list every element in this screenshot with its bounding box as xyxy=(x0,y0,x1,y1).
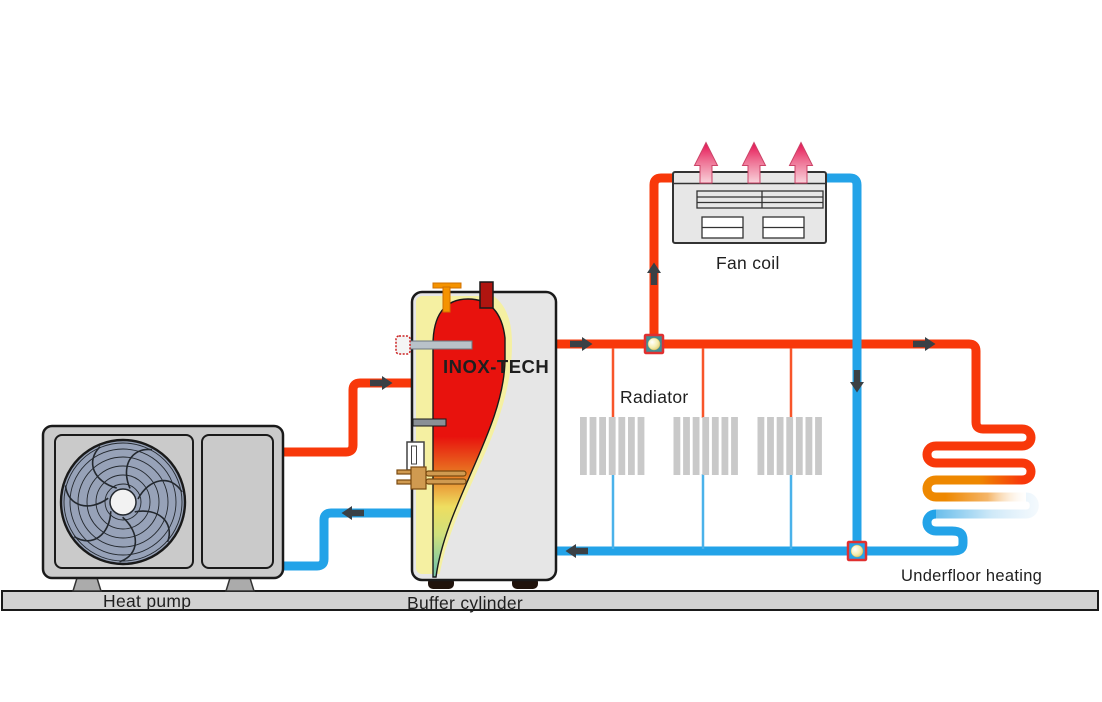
heat-pump-label: Heat pump xyxy=(103,591,191,611)
fan-icon xyxy=(59,438,187,566)
buffer-cylinder-label: Buffer cylinder xyxy=(407,593,523,613)
heat-pump-foot xyxy=(224,577,256,592)
valve-ball-icon xyxy=(647,337,661,351)
radiator-2 xyxy=(673,417,738,475)
flow-arrow-left-icon xyxy=(341,506,364,520)
hot-pipe-heatpump-to-buffer xyxy=(280,378,414,457)
flow-arrow-right-icon xyxy=(370,376,393,390)
underfloor-heating-label: Underfloor heating xyxy=(901,567,1042,585)
tank-thermostat-pocket xyxy=(412,418,447,427)
tank-thermowell xyxy=(406,441,425,471)
buffer-cylinder-tank: INOX-TECH xyxy=(395,281,558,589)
fan-coil-louvers xyxy=(696,190,824,209)
flow-arrow-right-icon xyxy=(913,337,936,351)
hot-pipe-fan-coil-riser xyxy=(649,173,676,348)
radiator-label: Radiator xyxy=(620,387,689,407)
tank-top-bracket xyxy=(432,282,462,313)
cold-pipe-return-main xyxy=(414,509,968,556)
flow-arrow-up-icon xyxy=(647,262,661,285)
tank-brand-label: INOX-TECH xyxy=(443,356,549,377)
valve-ball-icon xyxy=(850,544,864,558)
flow-arrow-right-icon xyxy=(570,337,593,351)
tank-sensor-flange xyxy=(395,335,411,355)
valve-underfloor-return xyxy=(846,540,868,562)
cold-pipe-buffer-to-heatpump xyxy=(281,508,414,571)
tank-sensor-pipe xyxy=(401,340,473,350)
floor-line xyxy=(1,590,1099,611)
fan-coil-warm-air-arrows xyxy=(694,142,813,184)
underfloor-pipe-row-fading xyxy=(922,475,1026,502)
fan-coil-label: Fan coil xyxy=(716,253,780,273)
tank-top-stub xyxy=(479,281,494,309)
hot-pipe-main-and-serpentine xyxy=(554,339,1036,485)
heat-pump-foot xyxy=(71,577,103,592)
radiator-return-branches xyxy=(611,474,793,549)
radiator-3 xyxy=(757,417,822,475)
tank-outer-shell xyxy=(439,294,553,578)
valve-fan-coil-branch xyxy=(643,333,665,355)
heat-pump-side-panel xyxy=(201,434,274,569)
flow-arrow-left-icon xyxy=(565,544,588,558)
flow-arrow-down-icon xyxy=(850,370,864,393)
radiator-supply-branches xyxy=(611,348,793,418)
tank-heating-element xyxy=(396,466,467,490)
cold-pipe-fan-coil-return xyxy=(822,173,862,552)
fan-coil-vents xyxy=(701,216,805,239)
heat-pump-unit xyxy=(41,424,285,592)
underfloor-pipe-row-cooled xyxy=(936,492,1039,519)
radiator-1 xyxy=(580,417,645,475)
